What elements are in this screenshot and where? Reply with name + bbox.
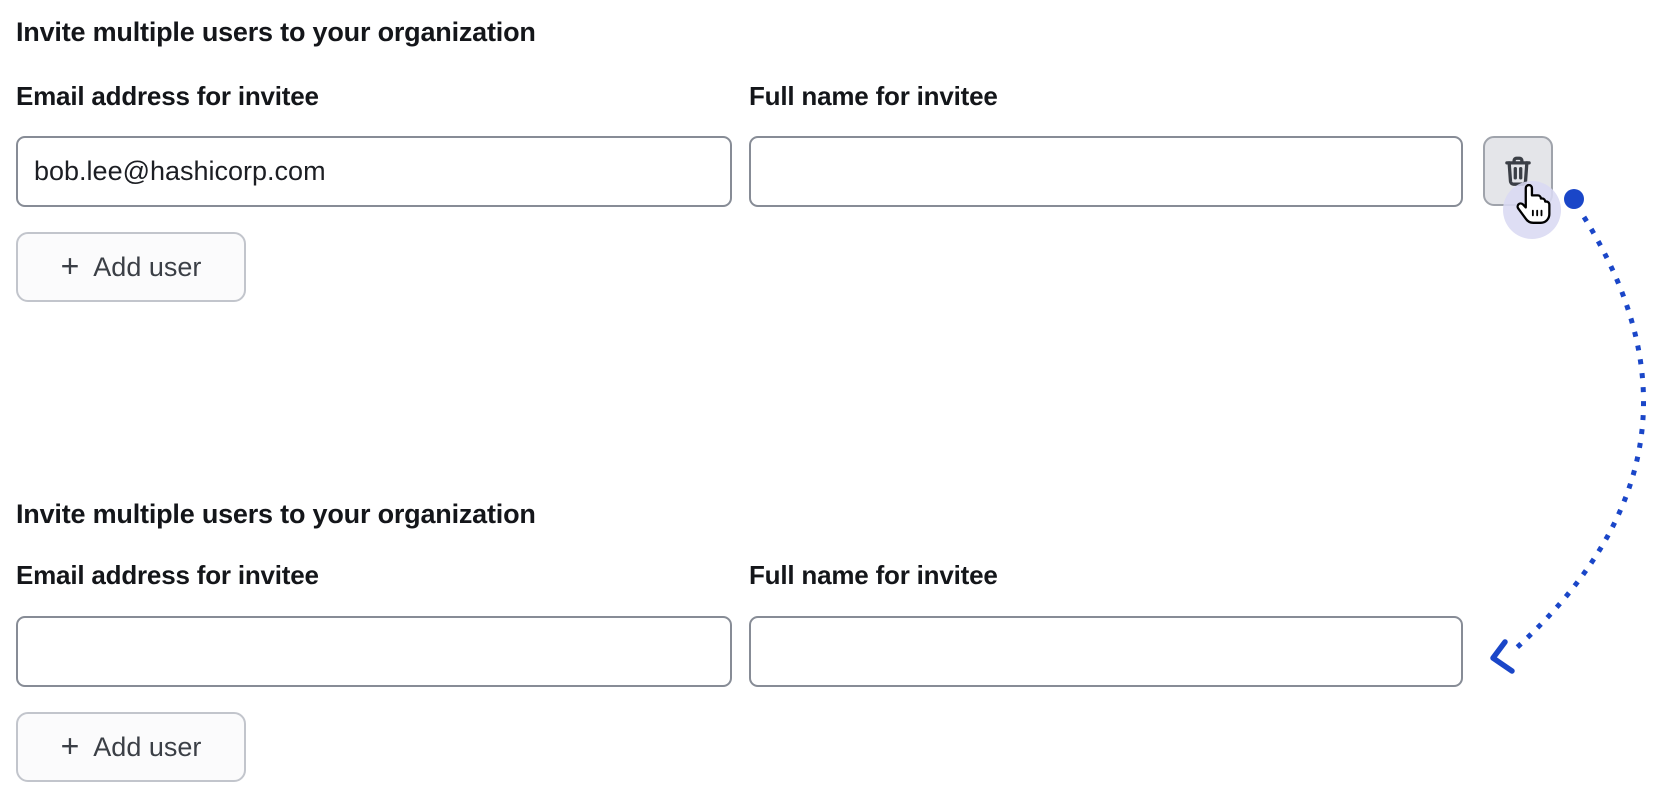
arrowhead-icon: [1490, 639, 1515, 674]
email-label: Email address for invitee: [16, 81, 319, 111]
add-user-button[interactable]: + Add user: [16, 232, 246, 302]
add-user-label: Add user: [93, 731, 202, 762]
name-input[interactable]: [749, 136, 1463, 207]
name-label: Full name for invitee: [749, 560, 998, 590]
form-heading: Invite multiple users to your organizati…: [16, 499, 536, 529]
plus-icon: +: [60, 727, 80, 764]
add-user-label: Add user: [93, 251, 202, 282]
trash-icon: [1500, 153, 1536, 189]
email-input[interactable]: [16, 136, 732, 207]
delete-row-button[interactable]: [1483, 136, 1553, 206]
name-input[interactable]: [749, 616, 1463, 687]
dotted-arrow-curve: [1510, 215, 1646, 654]
form-heading: Invite multiple users to your organizati…: [16, 17, 536, 47]
add-user-button[interactable]: + Add user: [16, 712, 246, 782]
email-input[interactable]: [16, 616, 732, 687]
plus-icon: +: [60, 247, 80, 284]
email-label: Email address for invitee: [16, 560, 319, 590]
click-origin-dot: [1564, 189, 1584, 209]
name-label: Full name for invitee: [749, 81, 998, 111]
